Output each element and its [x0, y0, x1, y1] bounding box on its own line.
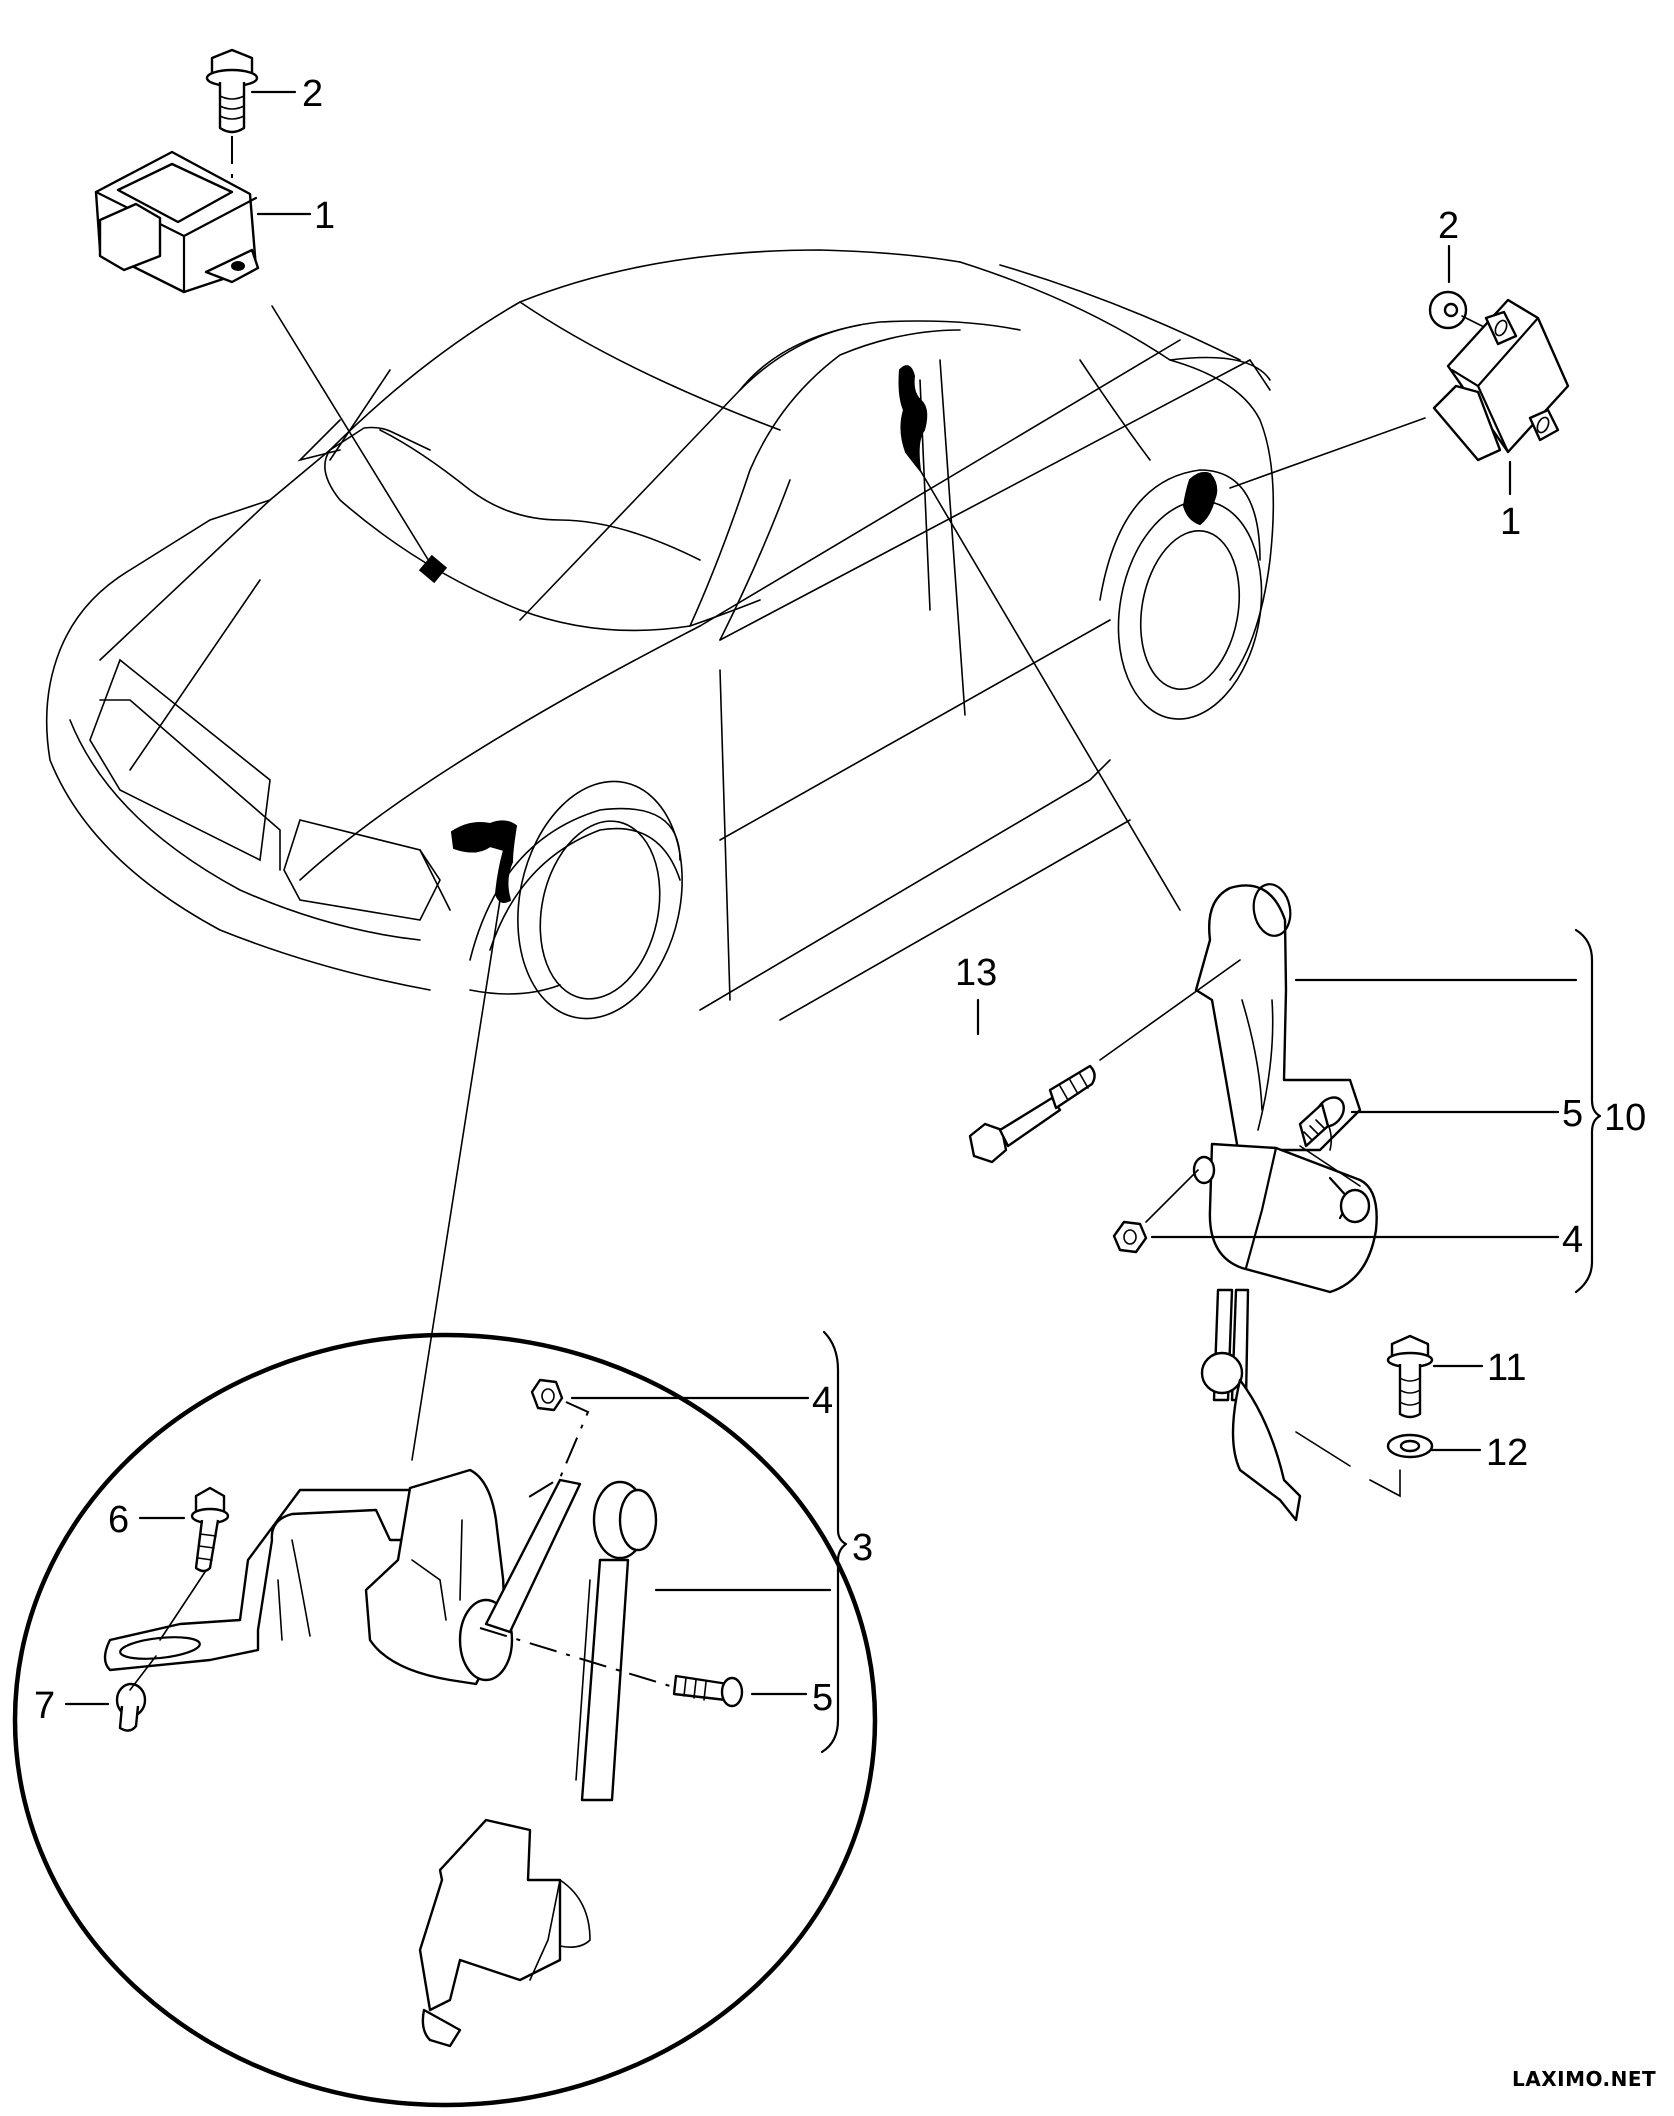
leader-line	[1229, 417, 1426, 489]
rear-level-sensor[interactable]	[1192, 881, 1401, 1522]
callout-13-bolt: 13	[955, 952, 997, 994]
callout-2-rear-nut: 2	[1438, 205, 1459, 247]
callout-6-bolt: 6	[108, 1499, 129, 1541]
front-level-sensor[interactable]	[103, 1468, 658, 2048]
detail-circle	[12, 1332, 878, 2108]
watermark-text: LAXIMO.NET	[1512, 2067, 1656, 2091]
bolt-icon	[205, 48, 259, 260]
callout-11-bolt: 11	[1487, 1347, 1526, 1389]
control-module-rear[interactable]	[1428, 290, 1570, 462]
callout-1-front-module: 1	[314, 195, 335, 237]
location-marker-door-wiring	[898, 365, 928, 474]
callout-1-rear-module: 1	[1500, 501, 1521, 543]
rivet-7[interactable]	[115, 1682, 147, 1732]
nut-4-rear[interactable]	[1112, 1220, 1148, 1254]
leader-line	[919, 469, 1181, 911]
control-module-front[interactable]	[94, 48, 260, 294]
leader-line	[1145, 1169, 1199, 1223]
screw-5-front[interactable]	[672, 1674, 744, 1708]
callout-3-front-sensor-assembly: 3	[852, 1527, 873, 1569]
leader-line	[1099, 959, 1241, 1061]
washer-12[interactable]	[1386, 1433, 1434, 1459]
assembly-path	[479, 1627, 671, 1687]
callout-4-rear-nut: 4	[1562, 1219, 1583, 1261]
leader-line	[1299, 1145, 1361, 1187]
bolt-icon	[968, 1122, 1008, 1164]
screw-5-rear[interactable]	[1298, 1092, 1349, 1148]
bolt-13[interactable]	[968, 1064, 1096, 1164]
bolt-6[interactable]	[190, 1486, 230, 1573]
callout-5-rear-screw: 5	[1562, 1093, 1583, 1135]
nut-icon	[530, 1378, 564, 1412]
nut-4-front[interactable]	[530, 1378, 564, 1412]
location-marker-front-sensor	[450, 820, 518, 903]
assembly-path	[159, 1571, 206, 1641]
bolt-11[interactable]	[1386, 1334, 1434, 1419]
leader-line	[411, 899, 501, 1461]
nut-icon	[1428, 290, 1468, 330]
callout-12-washer: 12	[1486, 1432, 1528, 1474]
assembly-bracket	[820, 1330, 848, 1754]
callout-5-front-screw: 5	[812, 1677, 833, 1719]
callout-2-front-bolt: 2	[302, 73, 323, 115]
callout-4-front-nut: 4	[812, 1380, 833, 1422]
assembly-bracket	[1574, 928, 1602, 1294]
assembly-path	[129, 1655, 157, 1691]
nut-icon	[1112, 1220, 1148, 1254]
callout-7-rivet: 7	[34, 1685, 55, 1727]
car-body	[45, 249, 1275, 1021]
assembly-path	[523, 1401, 590, 1501]
location-marker-rear-module	[1182, 471, 1218, 526]
location-marker-front-module	[418, 554, 448, 584]
callout-10-rear-sensor-assembly: 10	[1604, 1097, 1646, 1139]
